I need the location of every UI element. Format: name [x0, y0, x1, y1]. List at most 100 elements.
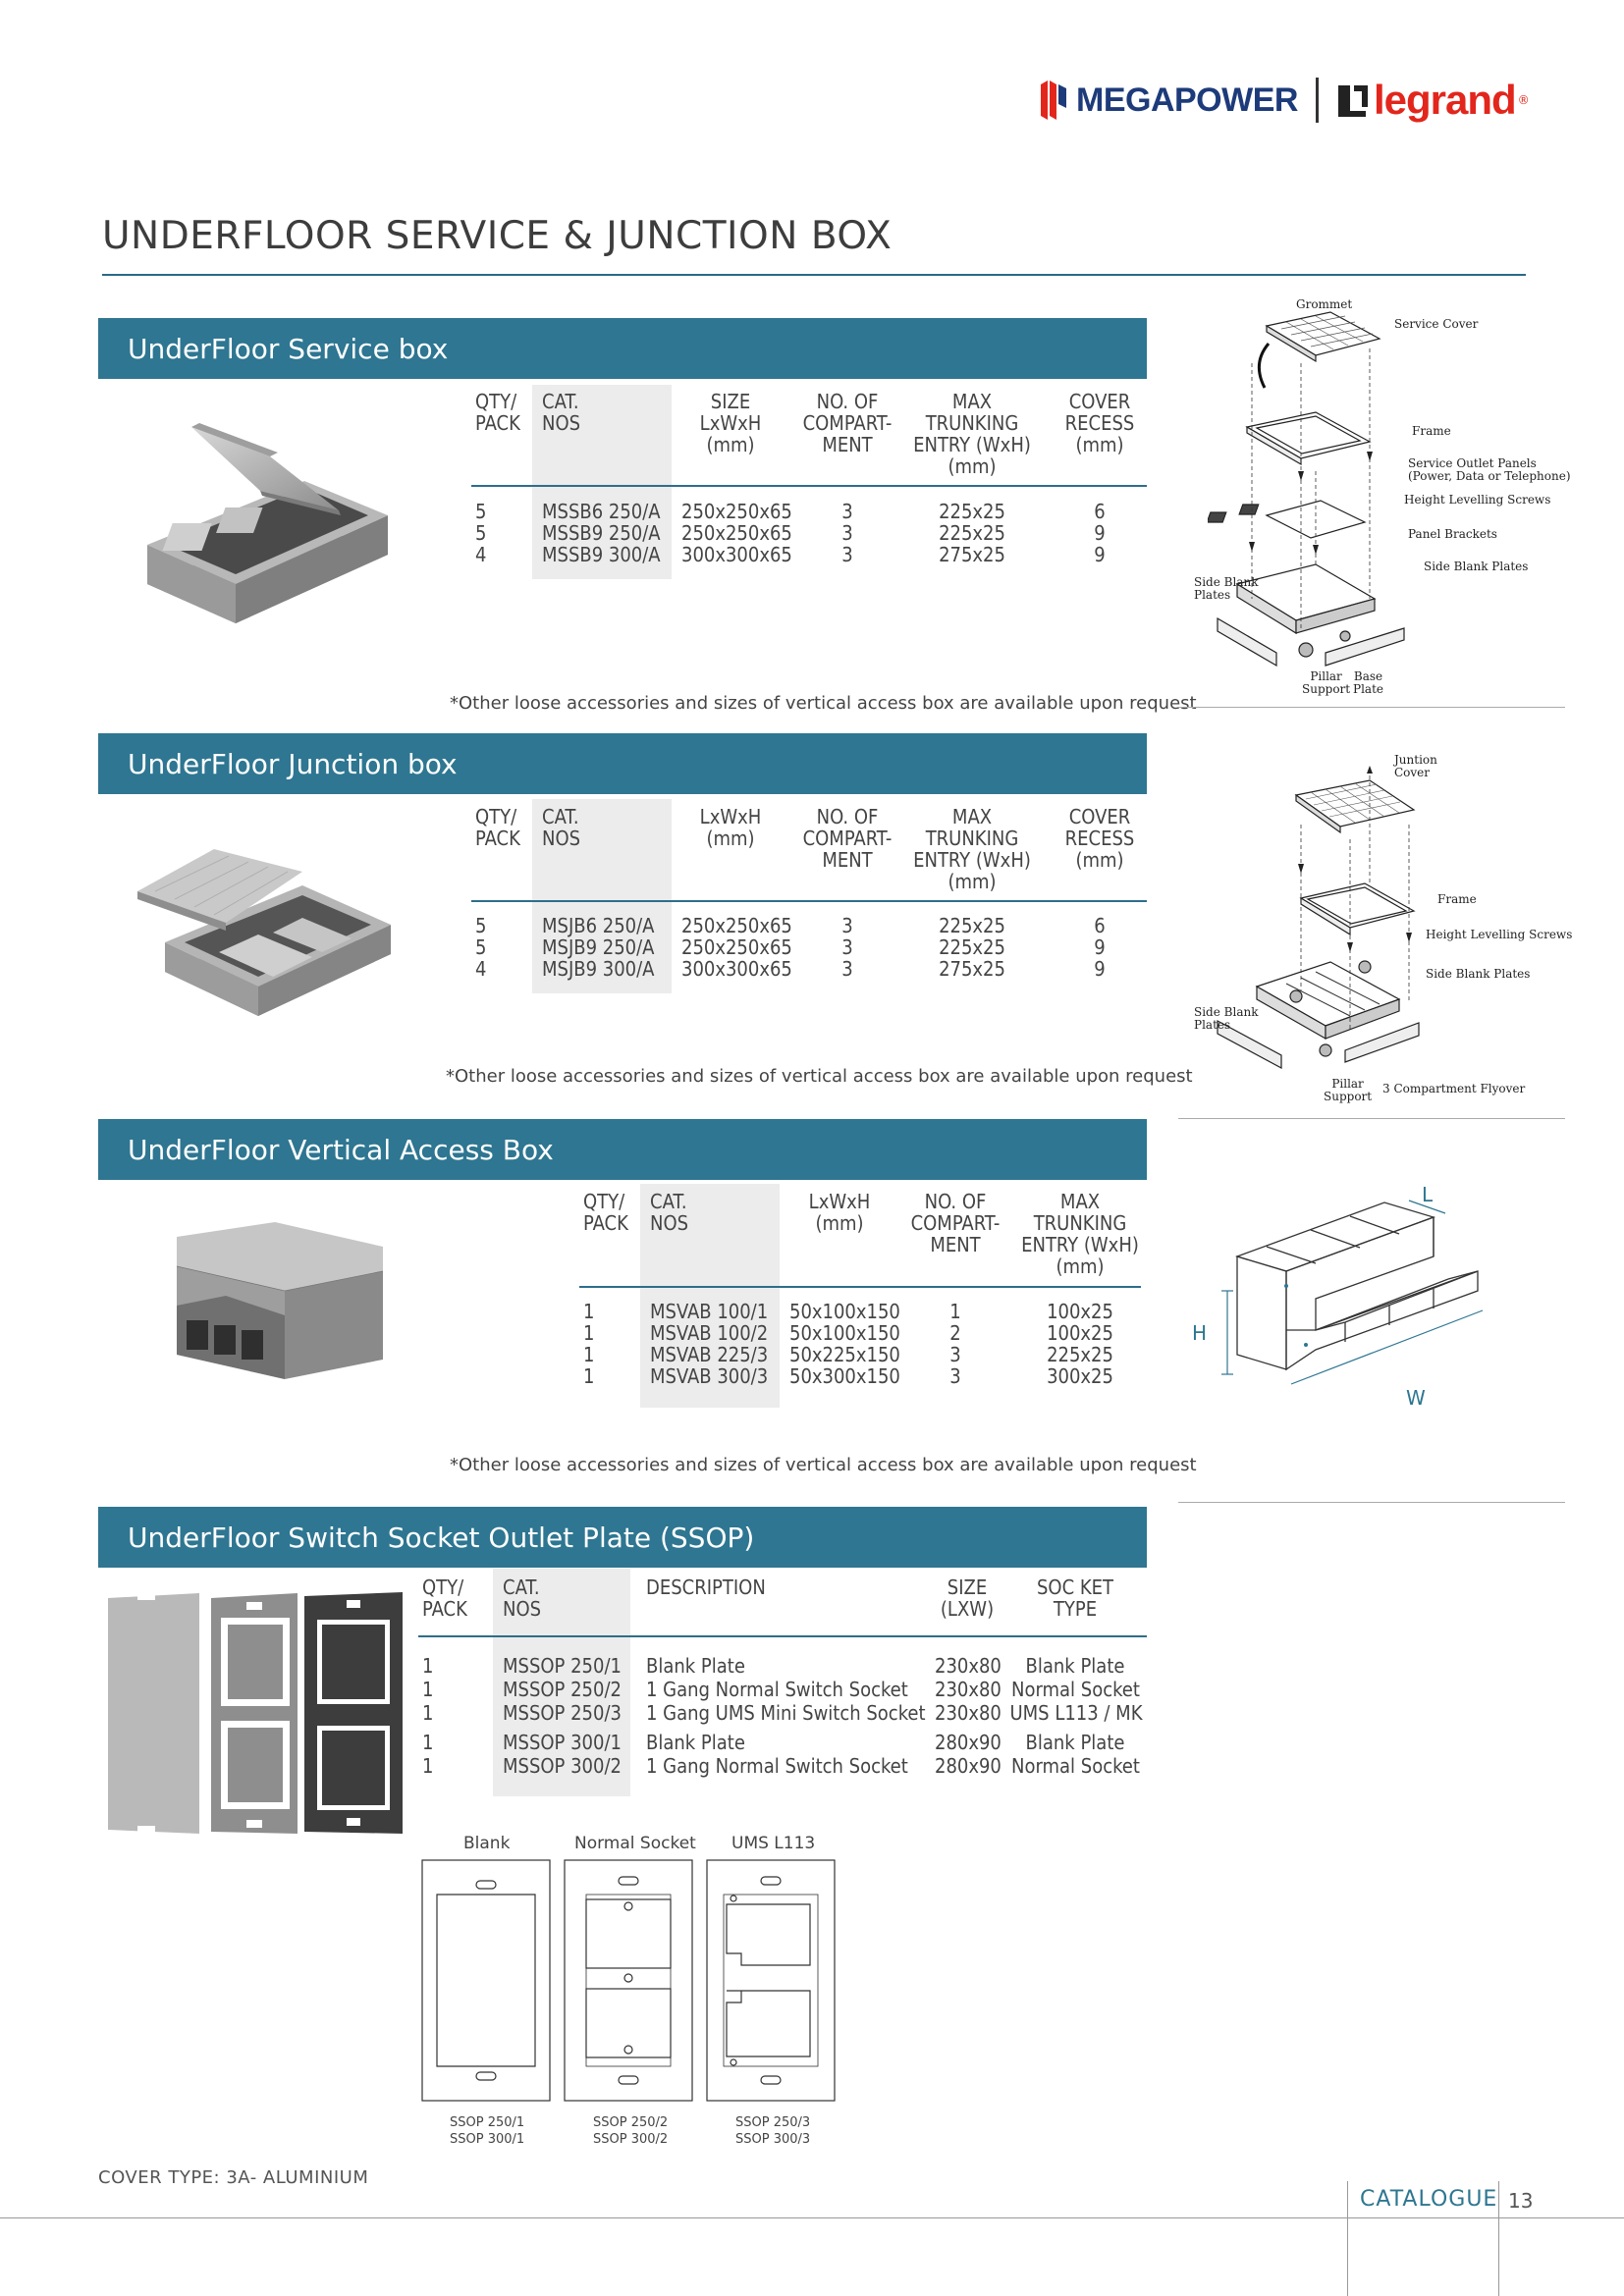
header-size: LxWxH(mm)	[699, 805, 762, 850]
section-separator	[1178, 707, 1565, 708]
table-cell-comp: 3	[841, 543, 853, 566]
table-cell-cat: MSJB9 300/A	[542, 957, 655, 981]
table-cell-type: Normal Socket	[1011, 1678, 1140, 1701]
table-cell-cat: MSVAB 100/2	[650, 1321, 769, 1345]
junction-box-photo	[137, 849, 391, 1016]
label-frame: Frame	[1437, 892, 1477, 906]
table-row: 5	[475, 935, 487, 959]
table-row: 1	[583, 1300, 595, 1323]
table-cell-cover: 9	[1094, 957, 1106, 981]
header-qty: QTY/PACK	[422, 1575, 467, 1621]
table-cell-cat: MSSOP 300/2	[503, 1754, 622, 1778]
table-cell-cat: MSSB9 250/A	[542, 521, 661, 545]
table-cell-type: Blank Plate	[1025, 1731, 1125, 1754]
cat-column-shade	[640, 1184, 780, 1408]
table-row: 1	[583, 1364, 595, 1388]
table-row: 1	[422, 1754, 434, 1778]
table-row: 5	[475, 500, 487, 523]
table-cell-comp: 3	[841, 957, 853, 981]
table-cell-max: 225x25	[939, 521, 1005, 545]
legrand-mark-icon	[1337, 85, 1368, 117]
header-qty: QTY/PACK	[475, 805, 520, 850]
brand-logos: MEGAPOWER legrand ®	[1039, 73, 1530, 128]
dimension-l: L	[1422, 1183, 1434, 1206]
dimension-h: H	[1192, 1321, 1208, 1345]
table-cell-size: 250x250x65	[681, 935, 792, 959]
legrand-logo: legrand ®	[1336, 77, 1530, 124]
legrand-wordmark: legrand	[1373, 77, 1517, 123]
table-cell-size: 50x225x150	[789, 1343, 900, 1366]
label-side-blank-plates: Side Blank Plates	[1424, 560, 1529, 573]
label-compartment-flyover: 3 Compartment Flyover	[1382, 1082, 1526, 1095]
footer-rule	[0, 2217, 1624, 2218]
table-cell-size: 50x100x150	[789, 1300, 900, 1323]
label-side-blank-plates: Side Blank Plates	[1426, 967, 1531, 981]
header-cat: CAT.NOS	[542, 390, 581, 435]
table-row: 1	[583, 1343, 595, 1366]
table-cell-max: 225x25	[939, 914, 1005, 937]
title-rule	[102, 274, 1526, 276]
header-size: SIZE(LXW)	[940, 1575, 995, 1621]
ssop-plates-photo	[108, 1592, 403, 1834]
table-row: 1	[422, 1731, 434, 1754]
table-cell-max: 225x25	[1047, 1343, 1113, 1366]
ssop-plate-drawings	[421, 1859, 836, 2102]
cat-column-shade	[532, 799, 672, 993]
table-cell-cat: MSJB9 250/A	[542, 935, 655, 959]
table-cell-comp: 3	[841, 500, 853, 523]
table-cell-size: 50x100x150	[789, 1321, 900, 1345]
junction-box-note: *Other loose accessories and sizes of ve…	[446, 1066, 1193, 1087]
table-cell-size: 250x250x65	[681, 500, 792, 523]
label-frame: Frame	[1412, 424, 1451, 438]
table-cell-cover: 6	[1094, 914, 1106, 937]
label-service-outlet-panels: Service Outlet Panels(Power, Data or Tel…	[1408, 456, 1571, 483]
table-cell-size: 300x300x65	[681, 543, 792, 566]
table-cell-comp: 3	[841, 935, 853, 959]
table-cell-cat: MSSOP 250/3	[503, 1701, 622, 1725]
section-separator	[1178, 1118, 1565, 1119]
cat-column-shade	[532, 385, 672, 579]
table-row: 1	[583, 1321, 595, 1345]
label-grommet: Grommet	[1296, 297, 1353, 311]
table-cell-cat: MSSOP 250/2	[503, 1678, 622, 1701]
cover-type-note: COVER TYPE: 3A- ALUMINIUM	[98, 2167, 369, 2188]
table-cell-size: 300x300x65	[681, 957, 792, 981]
label-height-levelling-screws: Height Levelling Screws	[1404, 493, 1551, 507]
junction-box-banner: UnderFloor Junction box	[98, 733, 1147, 794]
table-cell-cover: 9	[1094, 935, 1106, 959]
table-cell-comp: 2	[949, 1321, 961, 1345]
label-height-levelling-screws: Height Levelling Screws	[1426, 928, 1573, 941]
table-cell-cat: MSSOP 250/1	[503, 1654, 622, 1678]
table-cell-max: 225x25	[939, 500, 1005, 523]
table-cell-size: 50x300x150	[789, 1364, 900, 1388]
table-cell-size: 280x90	[935, 1731, 1001, 1754]
table-row: 4	[475, 543, 487, 566]
table-cell-cat: MSJB6 250/A	[542, 914, 655, 937]
section-separator	[1178, 1502, 1565, 1503]
page-number: 13	[1508, 2189, 1534, 2213]
vertical-box-banner: UnderFloor Vertical Access Box	[98, 1119, 1147, 1180]
table-cell-comp: 3	[841, 521, 853, 545]
cat-column-shade	[493, 1569, 630, 1796]
table-cell-max: 100x25	[1047, 1300, 1113, 1323]
vertical-box-photo	[176, 1222, 384, 1379]
label-service-cover: Service Cover	[1394, 317, 1479, 331]
table-cell-desc: Blank Plate	[646, 1654, 745, 1678]
table-cell-max: 275x25	[939, 957, 1005, 981]
footer-divider	[1347, 2181, 1348, 2296]
table-cell-desc: 1 Gang UMS Mini Switch Socket	[646, 1701, 926, 1725]
vertical-box-dimension-drawing	[1221, 1200, 1484, 1385]
table-cell-cat: MSVAB 300/3	[650, 1364, 769, 1388]
megapower-mark-icon	[1039, 79, 1068, 122]
footer-divider	[1498, 2181, 1499, 2296]
table-cell-cover: 9	[1094, 521, 1106, 545]
